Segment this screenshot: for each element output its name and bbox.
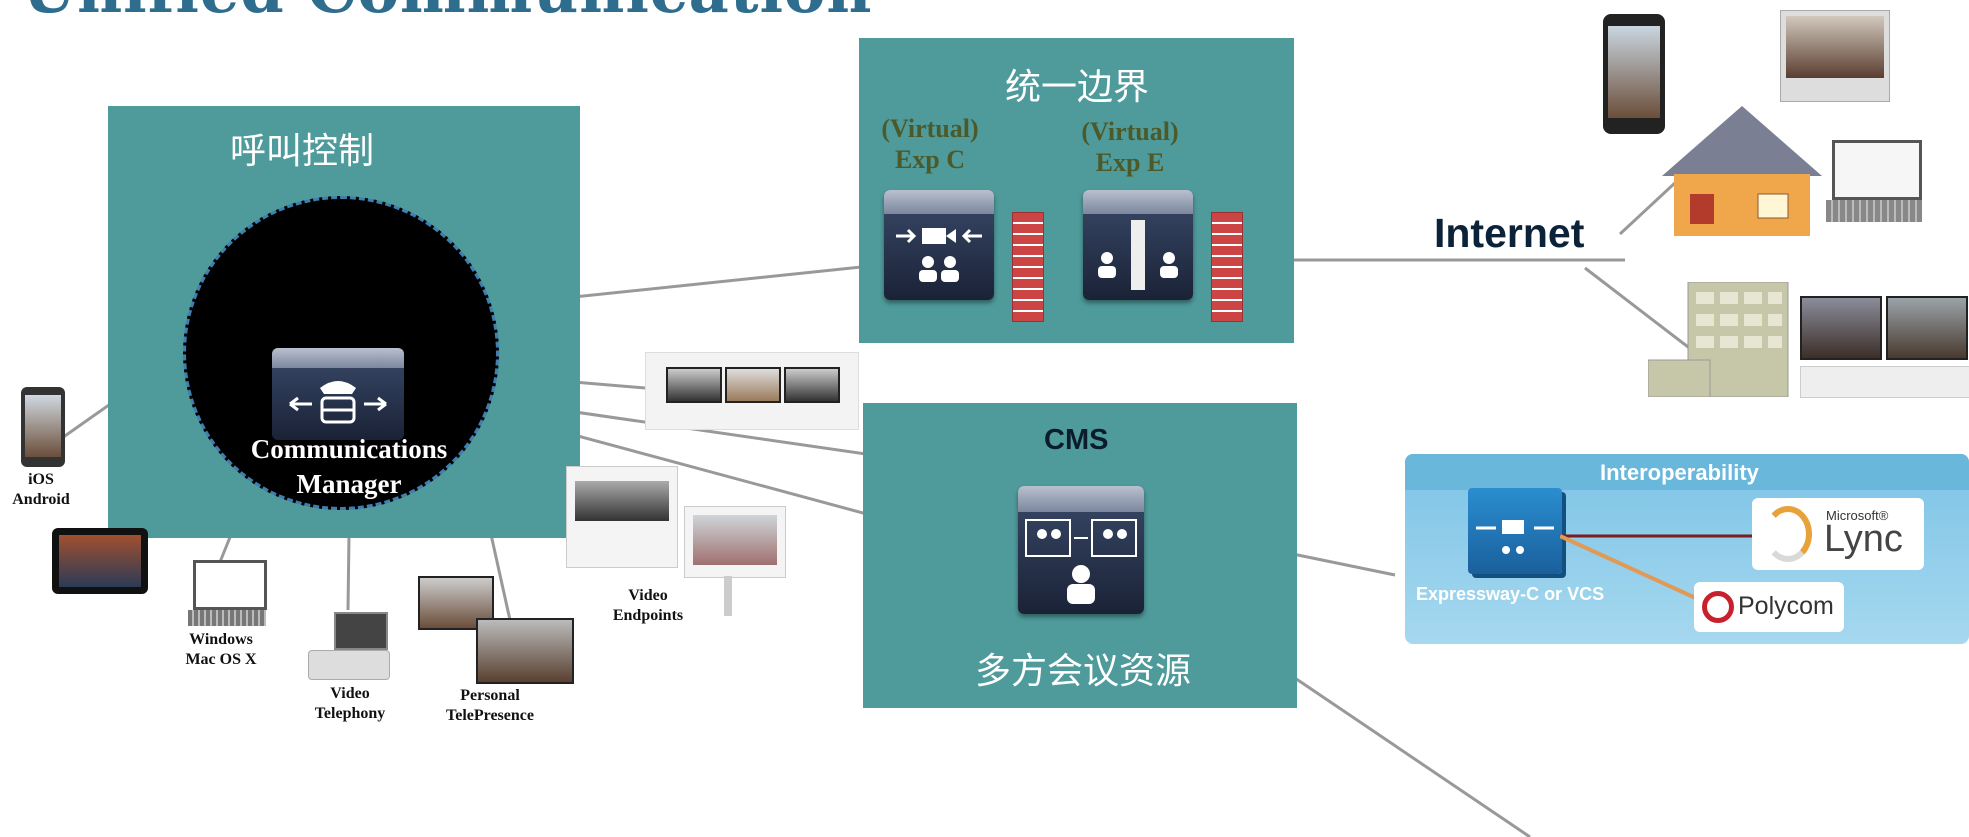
cucm-label-line1: Communications [250, 434, 448, 464]
personal-telepresence-image [418, 576, 578, 686]
mobile-label-line2: Android [12, 491, 70, 508]
laptop-image [1826, 140, 1922, 228]
mobile-label-line1: iOS [28, 471, 54, 488]
exp-e-device [1083, 190, 1193, 300]
video-endpoints-label-line1: Video [628, 587, 668, 604]
polycom-icon [1702, 591, 1734, 623]
cucm-device [272, 348, 404, 440]
desktop-label-line1: Windows [189, 631, 253, 648]
phone-label-line1: Video [330, 685, 370, 702]
conference-icon [1025, 519, 1137, 604]
interop-links [1560, 534, 1754, 602]
video-endpoints-label-line2: Endpoints [612, 607, 684, 624]
exp-e-label-line1: (Virtual) [1081, 117, 1179, 146]
call-control-heading: 呼叫控制 [230, 131, 375, 172]
lync-logo: Microsoft® Lync [1752, 498, 1924, 570]
page-title: Unified Communication [22, 0, 872, 27]
mobile-label: iOS Android [6, 470, 76, 510]
cucm-label: Communications Manager [226, 432, 472, 502]
expressway-device [1468, 488, 1562, 574]
edge-heading: 统一边界 [1005, 67, 1150, 108]
phone-label-line2: Telephony [314, 705, 386, 722]
internet-label: Internet [1434, 210, 1585, 256]
personal-label-line1: Personal [460, 687, 520, 704]
interop-heading: Interoperability [1600, 460, 1759, 485]
exp-c-label-line1: (Virtual) [881, 114, 979, 143]
video-endpoints-label: Video Endpoints [596, 586, 700, 626]
personal-label: Personal TelePresence [430, 686, 550, 726]
exp-c-label: (Virtual) Exp C [870, 113, 990, 175]
lync-microsoft-text: Microsoft® [1826, 508, 1889, 523]
exp-c-label-line2: Exp C [894, 145, 966, 174]
polycom-logo: Polycom [1694, 582, 1844, 632]
tablet-image [52, 528, 148, 594]
firewall-icon [1012, 212, 1044, 322]
cms-heading: CMS [1044, 424, 1109, 456]
exp-e-label: (Virtual) Exp E [1070, 116, 1190, 178]
house-image [1662, 96, 1822, 236]
cms-subtitle: 多方会议资源 [975, 651, 1192, 692]
line-internet-office [1584, 266, 1693, 352]
expressway-icon [1476, 520, 1554, 554]
smartphone-image [1603, 14, 1665, 134]
video-endpoints-image [566, 466, 786, 626]
polycom-label: Polycom [1738, 592, 1834, 620]
video-phone-image [308, 612, 390, 682]
desktop-label-line2: Mac OS X [185, 651, 257, 668]
desktop-laptop-image [188, 560, 267, 630]
mobile-phone-image [21, 387, 65, 467]
dual-screen-telepresence-image [1800, 296, 1969, 408]
lync-label: Lync [1824, 518, 1903, 560]
office-building-image [1647, 281, 1790, 398]
exp-c-device [884, 190, 994, 300]
cucm-label-line2: Manager [296, 469, 402, 499]
desk-video-system-image [1780, 10, 1890, 102]
exp-e-label-line2: Exp E [1095, 148, 1165, 177]
phone-label: Video Telephony [305, 684, 395, 724]
cms-device [1018, 486, 1144, 614]
desktop-label: Windows Mac OS X [176, 630, 266, 670]
video-camera-icon [896, 228, 982, 282]
expressway-label: Expressway-C or VCS [1416, 584, 1605, 604]
firewall-traversal-icon [1098, 220, 1178, 290]
lync-swoosh-icon [1764, 506, 1812, 562]
phone-icon [289, 381, 387, 424]
personal-label-line2: TelePresence [446, 707, 534, 724]
immersive-telepresence-image [645, 352, 859, 430]
firewall-icon [1211, 212, 1243, 322]
